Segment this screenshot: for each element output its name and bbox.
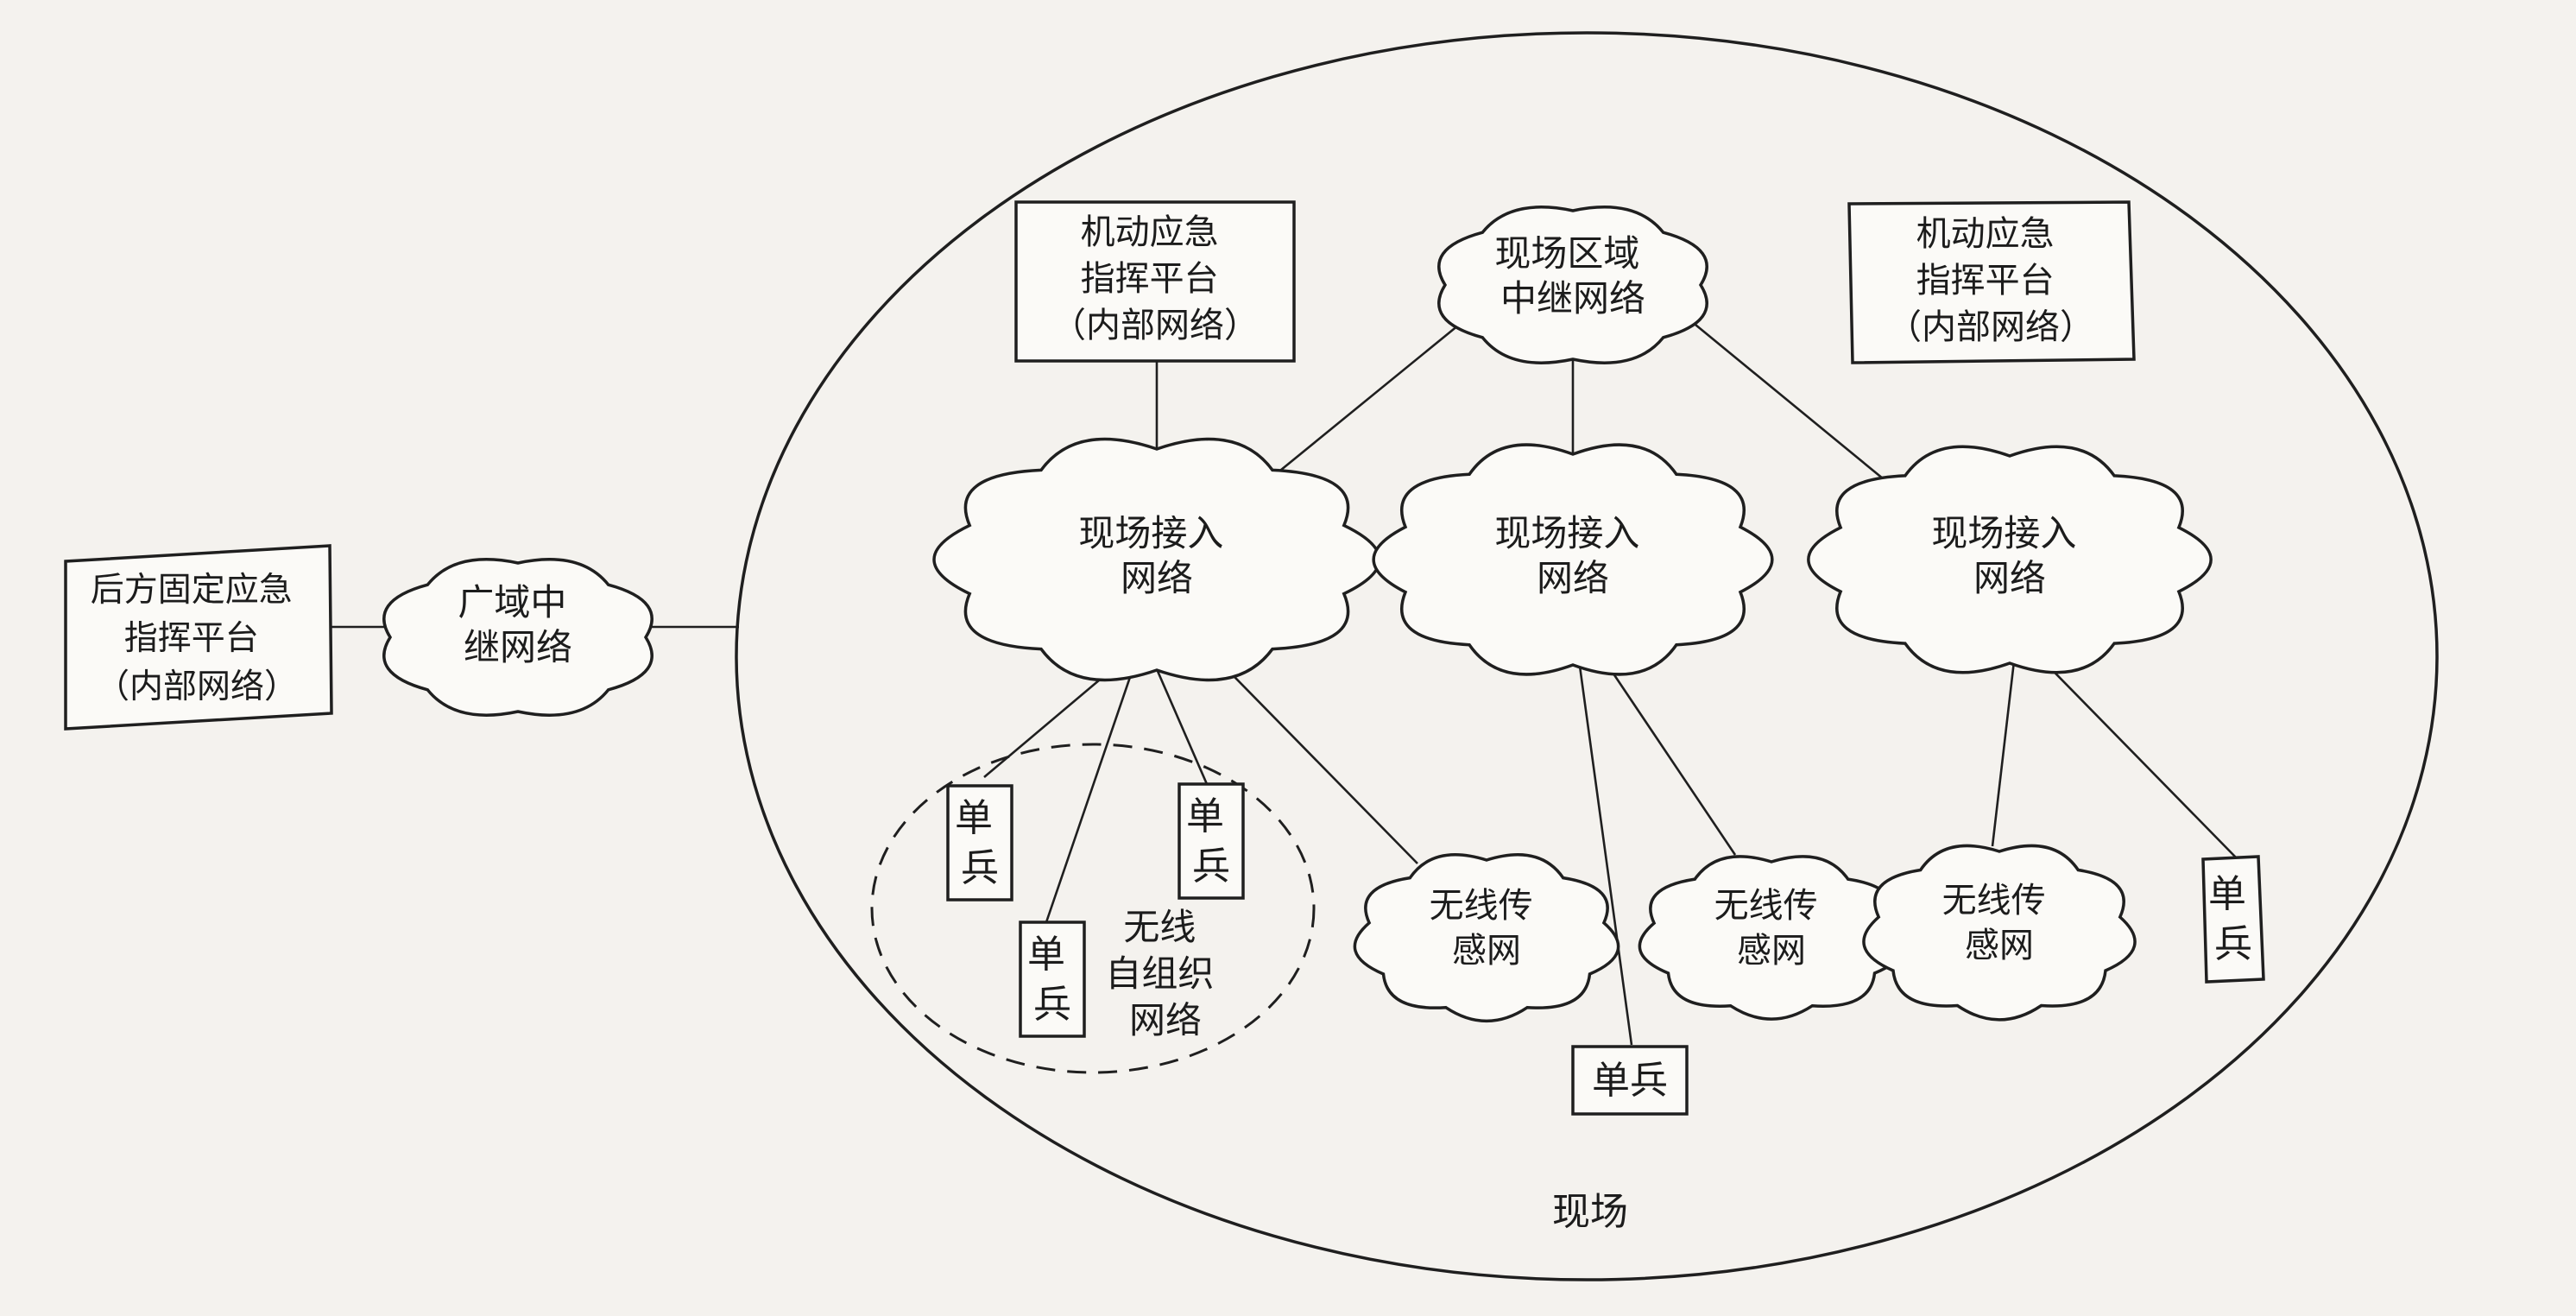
edge-relay-access-right (1676, 307, 1898, 492)
sensor-mid-label: 无线传 感网 (1714, 886, 1829, 971)
soldier-terminal-a: 单 兵 (946, 784, 1013, 902)
site-area-relay-label: 现场区域 中继网络 (1494, 232, 1651, 320)
sensor-left-label: 无线传 感网 (1430, 886, 1544, 971)
access-mid-label: 现场接入 网络 (1494, 512, 1651, 599)
edge-access-left-soldier-b (1045, 649, 1141, 923)
soldier-b-label: 单 兵 (1027, 933, 1077, 1027)
wan-relay-label: 广域中 继网络 (458, 581, 578, 668)
cloud-shape (1807, 445, 2213, 674)
soldier-terminal-e: 单 兵 (2201, 855, 2265, 984)
sensor-network-cloud-mid: 无线传 感网 (1638, 855, 1905, 1021)
edge-access-right-sensor-right (1991, 638, 2018, 847)
adhoc-network-label: 无线 自组织 网络 (1105, 906, 1225, 1041)
rear-platform-node: 后方固定应急 指挥平台 （内部网络） (64, 544, 333, 731)
soldier-terminal-d: 单兵 (1571, 1045, 1689, 1116)
wan-relay-cloud: 广域中 继网络 (382, 558, 653, 717)
adhoc-network-boundary (870, 743, 1316, 1074)
soldier-a-label: 单 兵 (955, 796, 1005, 890)
access-left-label: 现场接入 网络 (1078, 512, 1234, 599)
site-label: 现场 (1552, 1190, 1628, 1234)
access-network-cloud-mid: 现场接入 网络 (1372, 443, 1774, 676)
site-area-relay-cloud: 现场区域 中继网络 (1437, 206, 1708, 364)
sensor-network-cloud-left: 无线传 感网 (1353, 853, 1620, 1023)
sensor-network-cloud-right: 无线传 感网 (1862, 844, 2137, 1022)
mobile-platform-right-node: 机动应急 指挥平台 （内部网络） (1847, 200, 2136, 364)
soldier-c-label: 单 兵 (1186, 794, 1236, 889)
sensor-right-label: 无线传 感网 (1942, 881, 2057, 965)
cloud-shape (1372, 443, 1774, 676)
rear-platform-label: 后方固定应急 指挥平台 （内部网络） (91, 571, 303, 706)
access-network-cloud-right: 现场接入 网络 (1807, 445, 2213, 674)
access-right-label: 现场接入 网络 (1931, 512, 2087, 599)
site-boundary-ellipse (735, 31, 2439, 1281)
cloud-shape (932, 437, 1381, 682)
soldier-terminal-b: 单 兵 (1019, 921, 1086, 1038)
cloud-shape (1353, 853, 1620, 1023)
mobile-platform-left-label: 机动应急 指挥平台 （内部网络） (1051, 212, 1259, 345)
cloud-shape (382, 558, 653, 717)
soldier-d-label: 单兵 (1592, 1059, 1668, 1103)
cloud-shape (1862, 844, 2137, 1022)
mobile-platform-left-node: 机动应急 指挥平台 （内部网络） (1014, 200, 1296, 363)
soldier-e-label: 单 兵 (2208, 872, 2258, 966)
edge-access-mid-soldier-d (1575, 640, 1633, 1046)
soldier-terminal-c: 单 兵 (1178, 782, 1245, 900)
access-network-cloud-left: 现场接入 网络 (932, 437, 1381, 682)
mobile-platform-right-label: 机动应急 指挥平台 （内部网络） (1887, 214, 2094, 347)
cloud-shape (1437, 206, 1708, 364)
edge-relay-access-left (1261, 316, 1468, 487)
edge-access-right-soldier-e (2023, 640, 2238, 860)
